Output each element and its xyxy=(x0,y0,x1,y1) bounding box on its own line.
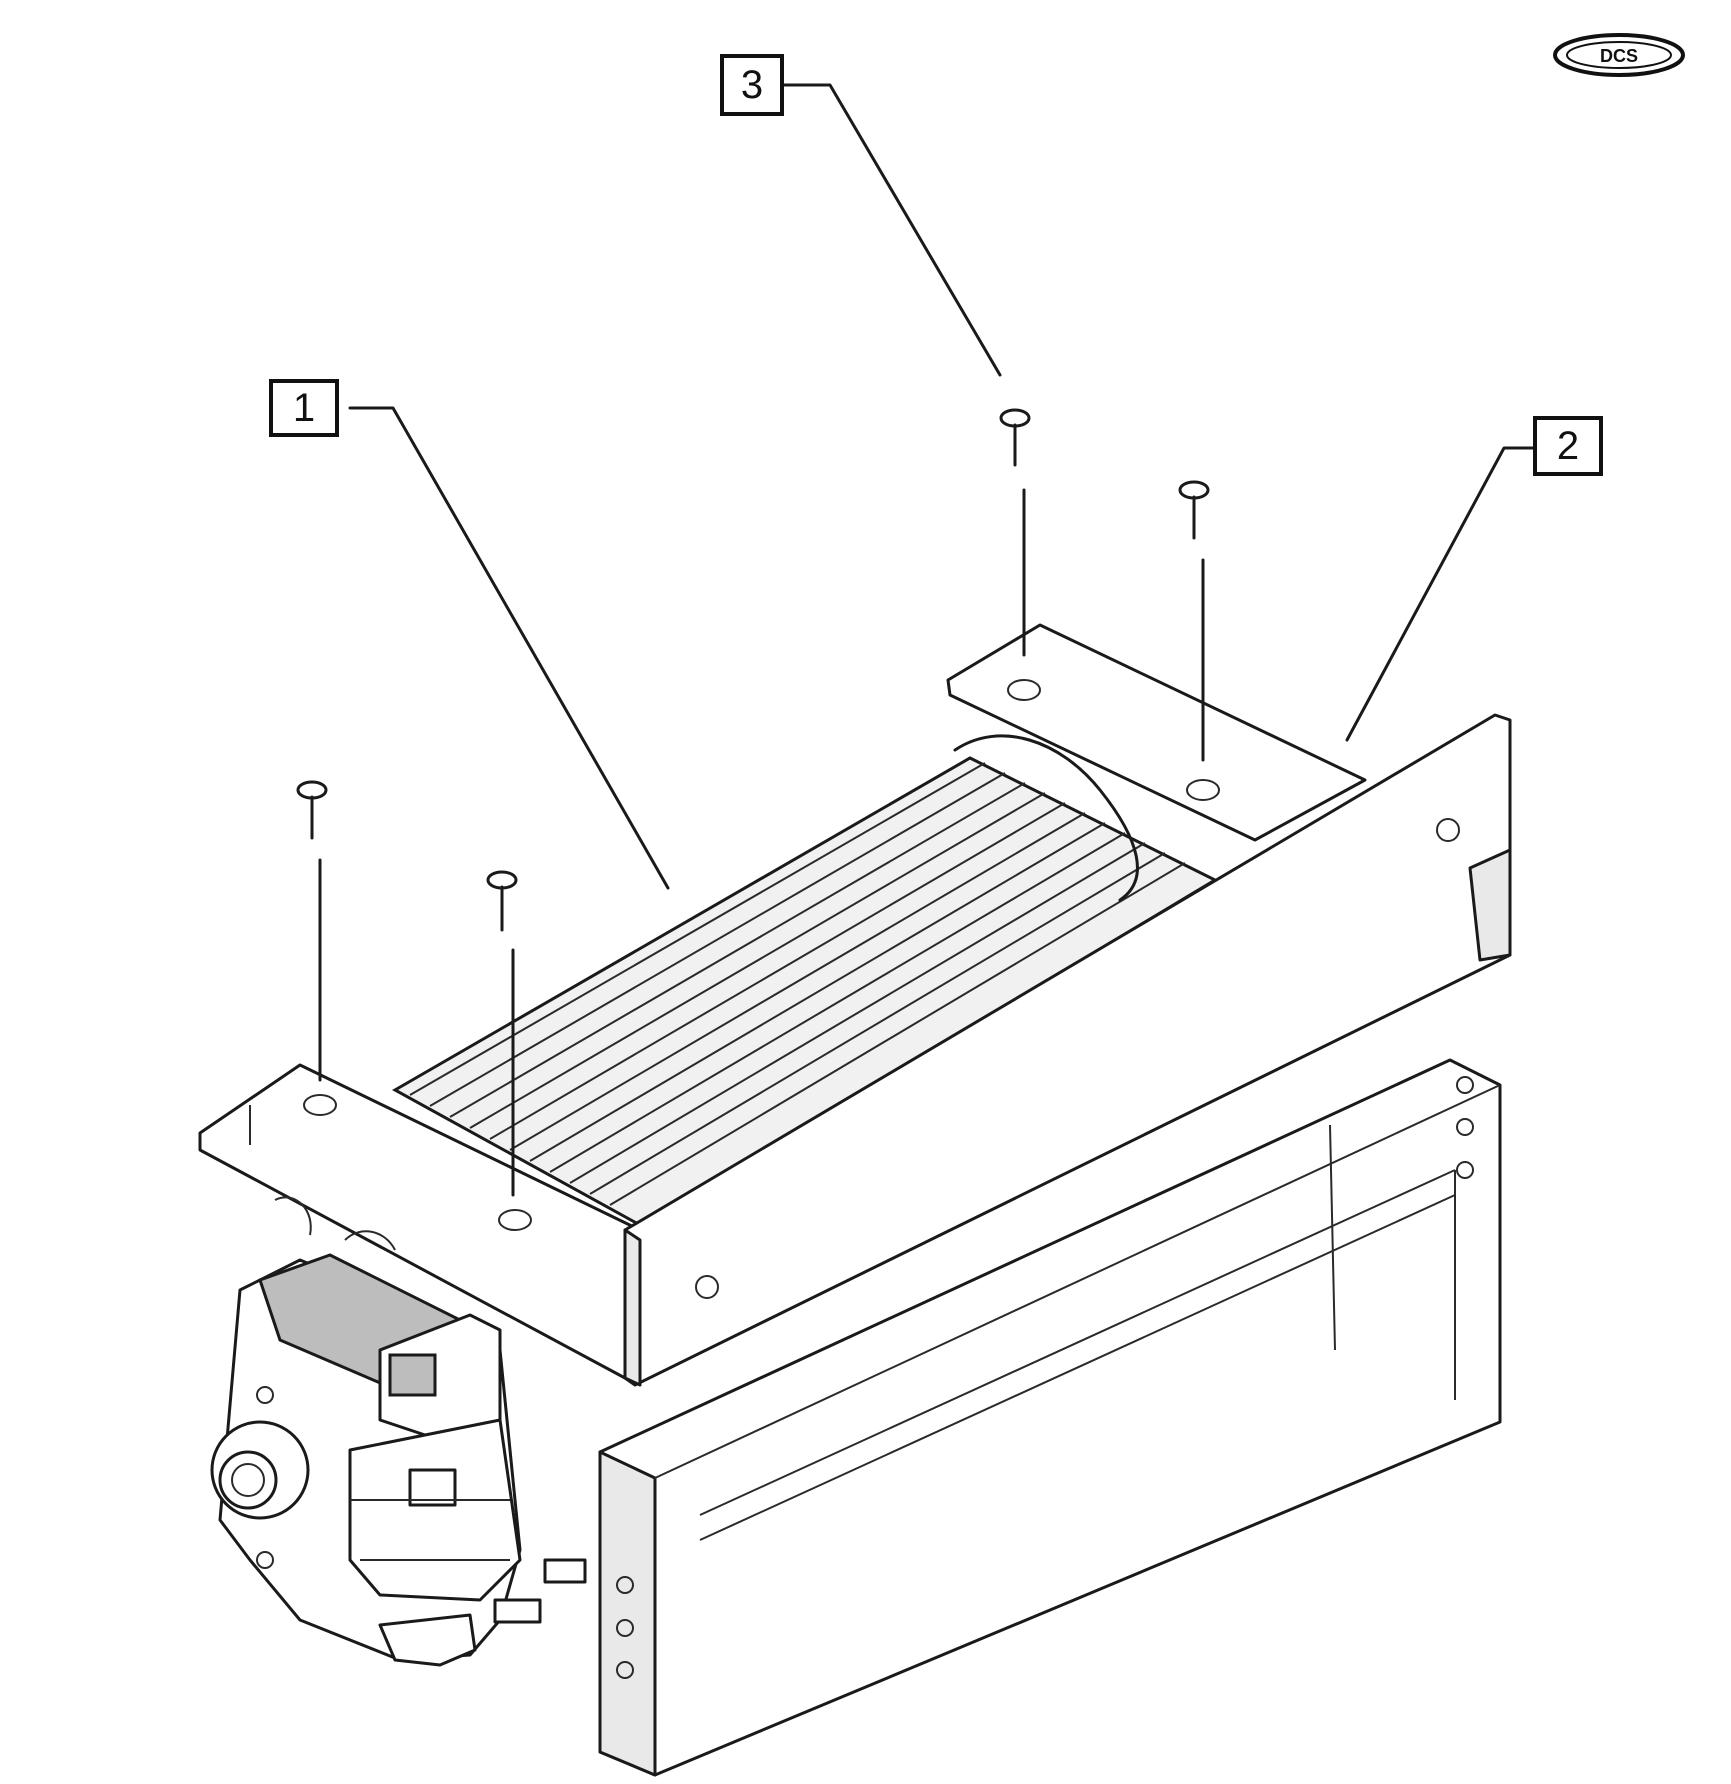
side-bracket xyxy=(623,713,1512,1387)
screw-center-left xyxy=(486,870,518,1197)
callout-1: 1 xyxy=(269,379,339,437)
callout-2: 2 xyxy=(1533,416,1603,476)
leader-3 xyxy=(779,83,1002,377)
leader-1 xyxy=(348,406,670,890)
screw-top-right xyxy=(1178,480,1210,762)
callout-1-label: 1 xyxy=(293,386,315,430)
screw-top-center xyxy=(999,408,1031,657)
blower-wheel xyxy=(391,734,1219,1227)
leader-lines xyxy=(348,83,1539,890)
housing xyxy=(598,1058,1502,1777)
motor-assembly xyxy=(210,1196,587,1667)
callout-2-label: 2 xyxy=(1557,424,1579,468)
callout-3-label: 3 xyxy=(741,63,763,107)
logo-text: DCS xyxy=(1600,46,1638,66)
leader-2 xyxy=(1345,446,1539,742)
callout-3: 3 xyxy=(720,54,784,116)
screw-left xyxy=(296,780,328,1082)
screw-set xyxy=(296,408,1210,1197)
brand-logo: DCS xyxy=(1553,33,1685,77)
